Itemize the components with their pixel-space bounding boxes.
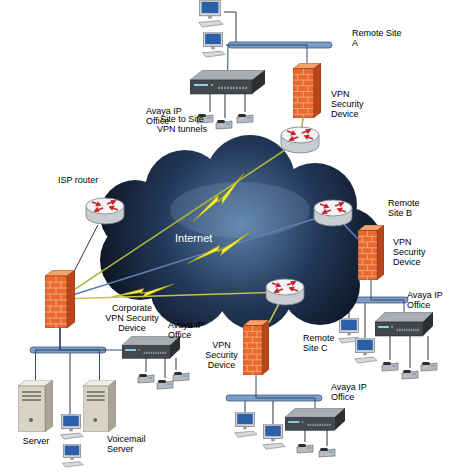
device-icon bbox=[285, 408, 345, 436]
network-link bbox=[75, 213, 358, 294]
device-label: Voicemail Server bbox=[107, 434, 151, 454]
phone-icon bbox=[402, 370, 418, 379]
device-icon bbox=[375, 312, 433, 342]
device-label: Avaya IP Office bbox=[168, 320, 204, 340]
cloud-shape bbox=[90, 140, 390, 330]
device-icon bbox=[18, 380, 53, 432]
router-icon bbox=[266, 279, 304, 305]
device-icon bbox=[83, 380, 116, 432]
phone-wire bbox=[146, 358, 176, 378]
ip-office-node: Avaya IP Office bbox=[285, 408, 345, 436]
pc-icon bbox=[203, 32, 226, 57]
device-label: Corporate VPN Security Device bbox=[103, 303, 161, 333]
pc-icon bbox=[199, 0, 223, 27]
device-shape bbox=[86, 198, 124, 224]
device-label: Avaya IP Office bbox=[407, 290, 443, 310]
cloud-highlight bbox=[170, 182, 310, 238]
device-label: ISP router bbox=[58, 175, 118, 185]
lan-wire bbox=[70, 353, 71, 414]
ip-office-node: Avaya IP Office bbox=[122, 336, 180, 364]
network-link bbox=[256, 375, 315, 408]
device-label: VPN Security Device bbox=[331, 89, 371, 119]
pc-icon bbox=[62, 444, 83, 467]
vpn-bolt bbox=[184, 232, 255, 266]
router-icon bbox=[281, 127, 319, 153]
network-link bbox=[75, 292, 285, 323]
device-label: Server bbox=[16, 436, 56, 446]
device-shape bbox=[285, 408, 345, 430]
device-label: VPN Security Device bbox=[393, 237, 433, 267]
phone-wire bbox=[305, 430, 327, 446]
internet-cloud: Internet bbox=[90, 140, 390, 330]
network-link bbox=[36, 328, 61, 380]
network-link bbox=[60, 328, 122, 350]
lan-wires bbox=[70, 12, 428, 446]
device-icon bbox=[190, 70, 265, 100]
phone-icon bbox=[216, 120, 232, 129]
network-link bbox=[228, 45, 307, 70]
pc-icon bbox=[61, 414, 84, 439]
ip-office-node: Avaya IP Office bbox=[375, 312, 433, 342]
phone-icon bbox=[382, 362, 398, 371]
device-shape bbox=[375, 312, 433, 336]
device-icon bbox=[85, 197, 125, 225]
device-shape bbox=[83, 380, 116, 432]
phone-icon bbox=[297, 444, 313, 453]
phone-icon bbox=[237, 114, 253, 123]
pc-icon bbox=[263, 424, 286, 449]
firewall-node: VPN Security Device bbox=[293, 63, 321, 118]
device-label: Avaya IP Office bbox=[331, 382, 367, 402]
vpn-bolt bbox=[112, 284, 174, 299]
site-label: Remote Site C bbox=[303, 333, 348, 353]
site-label: Remote Site A bbox=[352, 28, 402, 48]
network-link bbox=[75, 225, 98, 270]
phone-icon bbox=[157, 380, 173, 389]
network-link bbox=[60, 328, 100, 380]
device-icon bbox=[243, 320, 269, 375]
device-shape bbox=[358, 225, 384, 280]
phone-icon bbox=[319, 448, 335, 457]
device-shape bbox=[190, 70, 265, 94]
firewall-node: Corporate VPN Security Device bbox=[45, 270, 75, 328]
device-icon bbox=[293, 63, 321, 118]
device-shape bbox=[293, 63, 321, 118]
ip-office-node: Avaya IP Office bbox=[190, 70, 265, 100]
phone-icon bbox=[138, 374, 154, 383]
site-label: Remote Site B bbox=[388, 198, 433, 218]
firewall-node: VPN Security Device bbox=[243, 320, 269, 375]
network-link bbox=[371, 280, 404, 312]
cloud-puff bbox=[100, 180, 170, 250]
server-node: Voicemail Server bbox=[83, 380, 116, 432]
router-icon bbox=[314, 200, 352, 226]
device-icon bbox=[45, 270, 75, 328]
pc-icon bbox=[355, 338, 378, 363]
site-label: Site to Site VPN tunnels bbox=[152, 114, 212, 134]
device-label: VPN Security Device bbox=[202, 340, 241, 370]
phone-icon bbox=[421, 362, 437, 371]
phone-icon bbox=[173, 372, 189, 381]
router-node: ISP router bbox=[85, 197, 125, 225]
network-link bbox=[75, 118, 303, 289]
device-icon bbox=[122, 336, 180, 364]
device-icon bbox=[358, 225, 384, 280]
device-shape bbox=[45, 270, 75, 328]
firewall-node: VPN Security Device bbox=[358, 225, 384, 280]
device-shape bbox=[18, 380, 53, 432]
server-node: Server bbox=[18, 380, 53, 432]
lan-wire bbox=[224, 12, 236, 42]
pc-icon bbox=[235, 412, 258, 437]
vpn-bolt bbox=[186, 173, 252, 224]
device-shape bbox=[243, 320, 269, 375]
